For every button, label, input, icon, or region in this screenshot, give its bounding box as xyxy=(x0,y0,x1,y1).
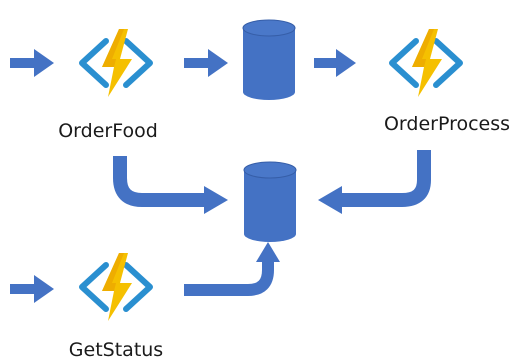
arrow-db-to-orderprocess xyxy=(314,49,356,77)
orderprocess-label: OrderProcess xyxy=(384,113,510,135)
status-database-icon xyxy=(243,161,297,243)
orderprocess-function-icon xyxy=(392,29,460,97)
arrow-input-to-orderfood xyxy=(10,49,54,77)
arrow-getstatus-to-status-db xyxy=(184,242,280,296)
getstatus-label: GetStatus xyxy=(69,339,163,361)
arrow-orderprocess-to-status-db xyxy=(318,150,431,214)
orderfood-function-icon xyxy=(82,29,150,97)
getstatus-function-icon xyxy=(82,253,150,321)
arrow-orderfood-to-status-db xyxy=(113,156,228,214)
arrow-orderfood-to-db xyxy=(184,49,228,77)
arrow-input-to-getstatus xyxy=(10,275,54,303)
orderfood-label: OrderFood xyxy=(58,120,158,142)
orders-database-icon xyxy=(242,19,296,101)
